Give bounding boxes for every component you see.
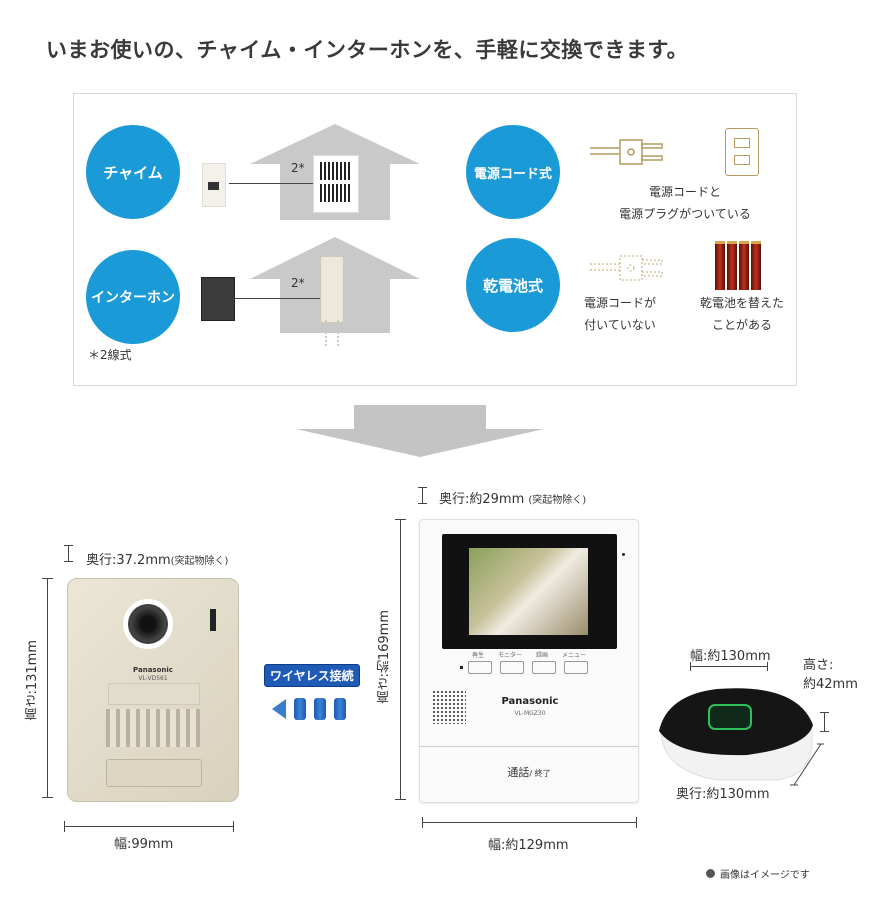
dim-cap (42, 578, 53, 579)
dim-cap (820, 731, 829, 732)
monitor-model: VL-MGZ30 (514, 710, 546, 717)
depth-bracket-cap (418, 503, 427, 504)
dim-cap (636, 817, 637, 828)
button-label: 再生 (471, 652, 484, 659)
screen-photo (469, 548, 588, 635)
dim-cap (395, 799, 406, 800)
button-label: メニュー (561, 652, 586, 659)
caption-line: 付いていない (584, 318, 656, 332)
caption-line: 電源コードと (648, 185, 721, 199)
adapter-depth: 奥行:約130mm (676, 787, 770, 802)
bullet-icon (706, 869, 715, 878)
dim-cap (233, 821, 234, 832)
menu-button (564, 661, 588, 674)
end-label: / 終了 (529, 769, 551, 778)
dim-cap (64, 821, 65, 832)
door-station-model: VL-VD561 (138, 675, 168, 682)
wire-mark: 2* (291, 161, 305, 175)
monitor-brand: Panasonic (501, 696, 559, 707)
intercom-handset-icon (320, 256, 344, 323)
caption-line: 乾電池を替えた (699, 296, 784, 310)
button-label: モニター (497, 652, 522, 659)
depth-value: 奥行:約29mm (439, 492, 525, 507)
power-cord-badge: 電源コード式 (466, 125, 560, 219)
dim-cap (395, 519, 406, 520)
wire-line (234, 298, 320, 299)
headline: いまお使いの、チャイム・インターホンを、手軽に交換できます。 (46, 38, 689, 62)
dim-cap (422, 817, 423, 828)
height-dimension-line (400, 519, 401, 800)
speaker-grille (432, 690, 466, 724)
image-disclaimer: 画像はイメージです (720, 870, 810, 881)
batteries-icon (715, 241, 761, 290)
height-value: 約42mm (803, 677, 858, 692)
wire-footnote: ＊2線式 (88, 348, 132, 362)
depth-dimension-line (790, 742, 824, 792)
chime-button-icon (202, 163, 226, 207)
dim-cap (820, 712, 829, 713)
door-station-brand: Panasonic (133, 666, 173, 674)
adapter-width: 幅:約130mm (690, 649, 771, 664)
camera-lens-icon (128, 604, 168, 644)
talk-button-label: 通話/ 終了 (420, 764, 638, 780)
depth-note: (突起物除く) (528, 495, 587, 506)
wire-line (229, 183, 313, 184)
depth-value: 奥行:37.2mm (86, 553, 171, 568)
height-label: 高さ: (803, 658, 834, 673)
battery-caption: 乾電池を替えた ことがある (692, 292, 792, 336)
depth-bracket-cap (418, 487, 427, 488)
caption-line: 電源コードが (583, 296, 656, 310)
monitor-button-labels: 再生 モニター 録画 メニュー (463, 650, 589, 659)
depth-bracket (68, 545, 69, 562)
depth-note: (突起物除く) (170, 556, 229, 567)
no-cord-plug-icon (590, 250, 670, 290)
power-plug-icon (590, 134, 670, 174)
dim-cap (690, 662, 691, 671)
intercom-badge: インターホン (86, 250, 180, 344)
battery-badge: 乾電池式 (466, 238, 560, 332)
button-label: 録画 (535, 652, 548, 659)
down-arrow-icon (290, 405, 550, 465)
door-station-depth: 奥行:37.2mm(突起物除く) (86, 549, 228, 568)
comparison-panel (73, 93, 797, 386)
height-dimension-line (47, 578, 48, 798)
talk-label: 通話 (507, 766, 530, 779)
caption-line: ことがある (711, 318, 772, 332)
monitor-button (500, 661, 524, 674)
wire-mark: 2* (291, 276, 305, 290)
monitor-width: 幅:約129mm (488, 838, 569, 853)
door-station-width: 幅:99mm (114, 837, 174, 852)
monitor-depth: 奥行:約29mm (突起物除く) (439, 488, 586, 507)
adapter-height: 高さ: 約42mm (803, 656, 858, 694)
chime-badge: チャイム (86, 125, 180, 219)
intercom-door-unit-icon (201, 277, 235, 321)
wireless-signal-icon (272, 698, 346, 720)
handset-cord-icon (325, 320, 339, 346)
monitor-screen (442, 534, 617, 649)
dim-cap (767, 662, 768, 671)
depth-bracket-cap (64, 561, 73, 562)
width-dimension-line (690, 666, 768, 667)
width-dimension-line (422, 822, 637, 823)
depth-bracket-cap (64, 545, 73, 546)
call-button (106, 759, 202, 787)
wall-outlet-icon (725, 128, 759, 176)
dim-cap (42, 797, 53, 798)
width-dimension-line (64, 826, 234, 827)
height-dimension-line (824, 712, 825, 732)
wireless-badge: ワイヤレス接続 (264, 664, 360, 687)
chime-unit-icon (313, 155, 359, 213)
playback-button (468, 661, 492, 674)
depth-bracket (422, 487, 423, 504)
record-button (532, 661, 556, 674)
door-station-image: Panasonic VL-VD561 (67, 578, 239, 802)
monitor-image: 再生 モニター 録画 メニュー Panasonic VL-MGZ30 通話/ 終… (419, 519, 639, 803)
no-cord-caption: 電源コードが 付いていない (580, 292, 660, 336)
door-station-height: 高さ:131mm (25, 640, 40, 721)
wireless-adapter-image (657, 685, 817, 789)
power-cord-caption: 電源コードと 電源プラグがついている (600, 181, 770, 225)
monitor-height: 高さ:約169mm (377, 610, 392, 704)
caption-line: 電源プラグがついている (619, 207, 751, 221)
